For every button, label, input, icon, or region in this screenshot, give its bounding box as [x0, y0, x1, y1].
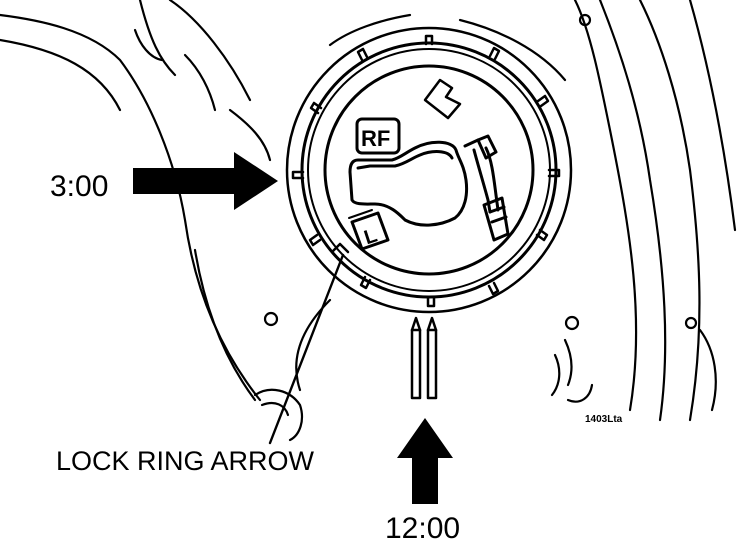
body-rivet-icon [263, 311, 279, 327]
figure-code-label: 1403Lta [585, 414, 623, 425]
l-badge-frame [350, 211, 390, 251]
body-rivet-icon [578, 13, 592, 27]
locating-tab-icon [423, 78, 462, 120]
twelve-oclock-label: 12:00 [385, 512, 461, 545]
rf-badge-text: RF [361, 126, 390, 151]
rf-badge-frame [355, 117, 401, 155]
lock-ring-tabs [291, 34, 561, 308]
body-rivet-icon [564, 315, 580, 331]
pump-module-rings [285, 26, 573, 314]
lock-ring-leader-line [268, 253, 345, 445]
three-oclock-label: 3:00 [50, 170, 109, 203]
fuel-line-assembly [348, 134, 510, 242]
lock-ring-arrow-label: LOCK RING ARROW [56, 446, 315, 476]
twelve-oclock-alignment-marks [410, 316, 438, 400]
body-rivet-icon [684, 316, 698, 330]
lock-ring-notch-icon [330, 242, 350, 254]
twelve-oclock-arrow-icon [397, 418, 453, 504]
l-badge-text: L [362, 225, 380, 250]
body-panel-outlines [0, 0, 737, 442]
three-oclock-arrow-icon [133, 152, 278, 210]
